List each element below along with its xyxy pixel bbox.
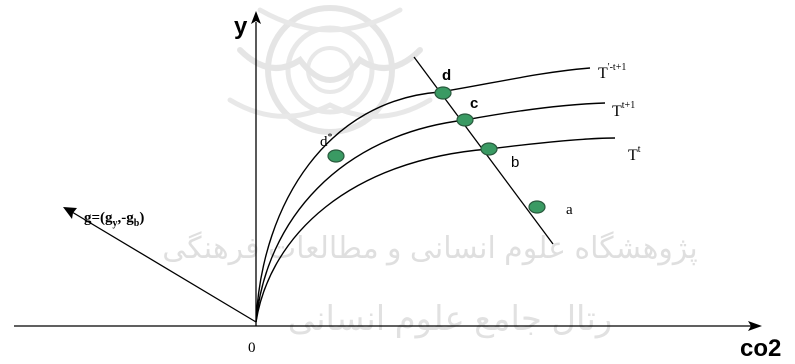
curve-label-t-current-base: T	[628, 147, 638, 164]
point-label-d-star-sup: *	[328, 132, 333, 143]
curve-label-t-current: Tt	[628, 144, 641, 164]
curve-label-t-prime-next: T'-t+1	[598, 62, 626, 82]
point-label-d-star: d*	[320, 132, 333, 150]
direction-vector-line	[71, 211, 257, 323]
point-label-d-star-base: d	[320, 134, 328, 150]
x-axis-label: co2	[740, 335, 781, 362]
curve-label-t-next-base: T	[612, 103, 622, 120]
point-c	[456, 113, 474, 127]
curve-label-t-current-sup: t	[638, 144, 641, 155]
curve-label-t-next: Tt+1	[612, 100, 635, 120]
vector-label-sub-y: y	[113, 218, 118, 229]
axes: y co2 0	[14, 11, 781, 362]
point-d	[434, 86, 452, 100]
vector-label-main: g=(g	[84, 210, 113, 226]
point-b	[480, 142, 498, 156]
point-d-star	[327, 149, 345, 163]
point-a	[528, 200, 546, 214]
curve-label-t-prime-next-base: T	[598, 65, 608, 82]
curve-t-next	[255, 102, 606, 323]
y-axis-label: y	[234, 13, 248, 40]
direction-vector: g=(gy,-gb)	[63, 207, 257, 323]
watermark-emblem-icon	[227, 5, 433, 135]
points: d c b a d*	[320, 67, 573, 218]
point-label-c: c	[470, 95, 478, 112]
y-axis-arrowhead	[251, 11, 261, 24]
point-label-d: d	[442, 67, 451, 84]
point-label-b: b	[511, 154, 519, 171]
origin-label: 0	[248, 340, 256, 356]
vector-label-close: )	[139, 210, 144, 226]
x-axis-arrowhead	[748, 321, 762, 331]
curve-t-prime-next	[255, 67, 591, 323]
direction-vector-label: g=(gy,-gb)	[84, 210, 144, 229]
direction-vector-arrowhead	[63, 207, 77, 219]
curve-label-t-next-sup: t+1	[622, 100, 635, 111]
curve-label-t-prime-next-sup: '-t+1	[608, 62, 627, 73]
point-label-a: a	[566, 202, 573, 218]
watermark-line-2: رتال جامع علوم انسانی	[288, 300, 613, 339]
curve-t-current	[255, 137, 616, 323]
watermark-line-1: پژوهشگاه علوم انسانی و مطالعات فرهنگی	[162, 231, 698, 266]
vector-label-middle: ,-g	[118, 210, 135, 226]
vector-label-sub-b: b	[134, 218, 140, 229]
frontier-curves: T'-t+1 Tt+1 Tt	[255, 62, 641, 323]
watermark: پژوهشگاه علوم انسانی و مطالعات فرهنگی رت…	[162, 5, 698, 339]
